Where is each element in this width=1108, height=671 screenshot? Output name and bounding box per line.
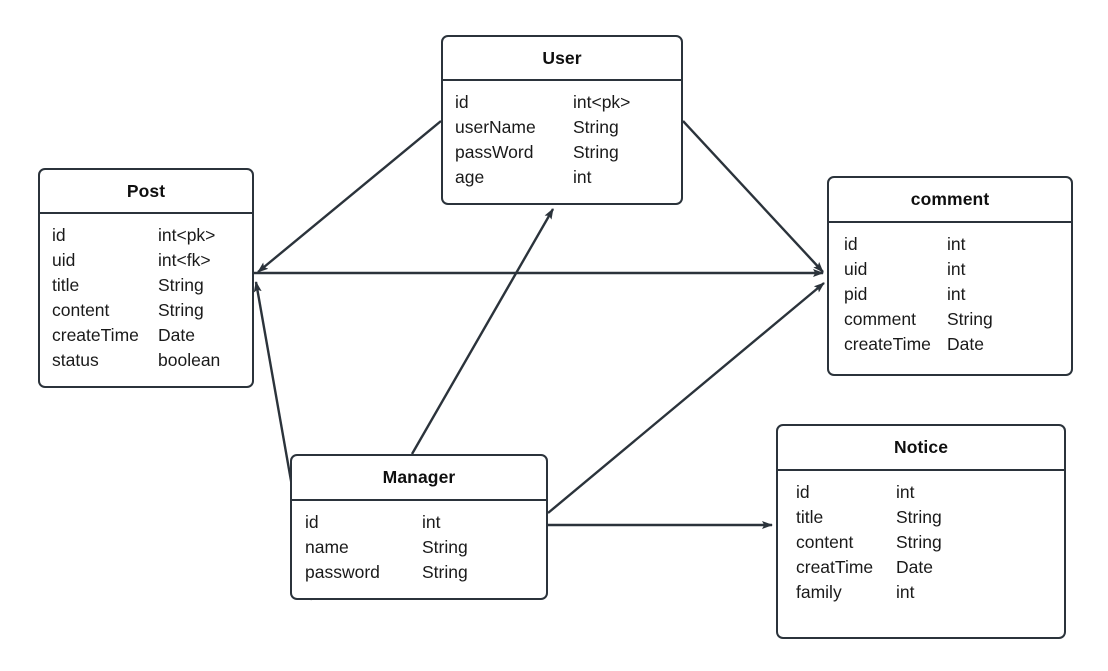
field-type: String	[947, 309, 993, 329]
field-row: createTime Date	[40, 323, 252, 348]
field-type: int<fk>	[158, 250, 211, 270]
field-row: age int	[443, 165, 681, 190]
field-row: comment String	[829, 307, 1071, 332]
field-type: boolean	[158, 350, 221, 370]
field-type: int	[896, 582, 915, 602]
field-type: String	[158, 275, 204, 295]
field-row: uid int<fk>	[40, 248, 252, 273]
field-type: int	[947, 234, 966, 254]
field-name: pid	[844, 284, 868, 304]
field-type: String	[573, 142, 619, 162]
entity-comment-title: comment	[829, 178, 1071, 223]
edge-user-to-post	[257, 120, 442, 273]
field-name: id	[305, 512, 319, 532]
field-row: password String	[292, 560, 546, 585]
field-row: userName String	[443, 115, 681, 140]
field-type: int	[422, 512, 441, 532]
field-type: String	[573, 117, 619, 137]
field-type: int<pk>	[158, 225, 216, 245]
entity-user-title: User	[443, 37, 681, 81]
field-type: int	[947, 259, 966, 279]
field-row: uid int	[829, 257, 1071, 282]
field-name: comment	[844, 309, 916, 329]
field-type: int<pk>	[573, 92, 631, 112]
field-name: passWord	[455, 142, 534, 162]
field-name: title	[52, 275, 80, 295]
field-name: name	[305, 537, 349, 557]
field-row: content String	[778, 530, 1064, 555]
field-name: content	[52, 300, 110, 320]
field-name: title	[796, 507, 824, 527]
field-name: age	[455, 167, 485, 187]
field-name: status	[52, 350, 99, 370]
field-type: String	[422, 537, 468, 557]
field-name: id	[52, 225, 66, 245]
field-type: String	[896, 507, 942, 527]
edge-manager-to-user	[410, 208, 555, 455]
field-row: id int	[829, 232, 1071, 257]
field-name: uid	[844, 259, 868, 279]
field-row: pid int	[829, 282, 1071, 307]
field-row: content String	[40, 298, 252, 323]
field-type: Date	[947, 334, 984, 354]
field-name: content	[796, 532, 854, 552]
field-type: String	[896, 532, 942, 552]
field-name: creatTime	[796, 557, 874, 577]
field-row: title String	[40, 273, 252, 298]
field-type: Date	[896, 557, 933, 577]
entity-notice-title: Notice	[778, 426, 1064, 471]
field-type: int	[573, 167, 592, 187]
field-type: Date	[158, 325, 195, 345]
field-type: int	[896, 482, 915, 502]
field-row: id int	[778, 480, 1064, 505]
field-name: id	[796, 482, 810, 502]
field-name: createTime	[844, 334, 931, 354]
field-row: status boolean	[40, 348, 252, 373]
field-row: id int<pk>	[40, 223, 252, 248]
field-name: createTime	[52, 325, 139, 345]
field-row: createTime Date	[829, 332, 1071, 357]
field-row: family int	[778, 580, 1064, 605]
field-row: creatTime Date	[778, 555, 1064, 580]
field-name: family	[796, 582, 842, 602]
field-type: int	[947, 284, 966, 304]
entity-post-title: Post	[40, 170, 252, 214]
field-row: id int	[292, 510, 546, 535]
field-row: id int<pk>	[443, 90, 681, 115]
field-name: userName	[455, 117, 536, 137]
field-name: id	[455, 92, 469, 112]
field-name: uid	[52, 250, 76, 270]
field-name: id	[844, 234, 858, 254]
edge-user-to-comment	[682, 120, 824, 273]
field-row: title String	[778, 505, 1064, 530]
field-type: String	[158, 300, 204, 320]
field-row: name String	[292, 535, 546, 560]
field-row: passWord String	[443, 140, 681, 165]
entity-manager-title: Manager	[292, 456, 546, 501]
field-name: password	[305, 562, 380, 582]
field-type: String	[422, 562, 468, 582]
entity-comment-fields: id int uid int pid int comment String createTime…	[829, 223, 1071, 365]
